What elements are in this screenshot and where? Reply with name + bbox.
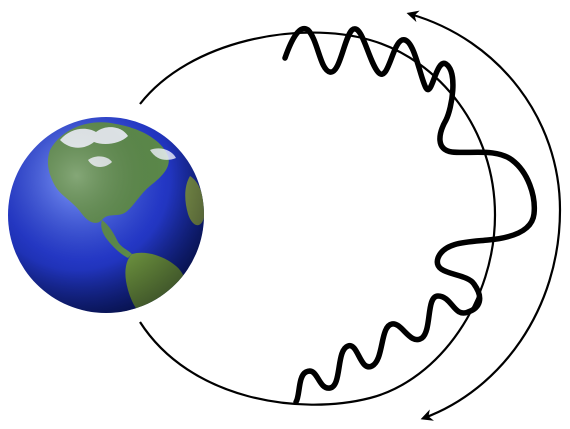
earth-globe xyxy=(8,117,204,320)
wave-path xyxy=(285,29,534,402)
